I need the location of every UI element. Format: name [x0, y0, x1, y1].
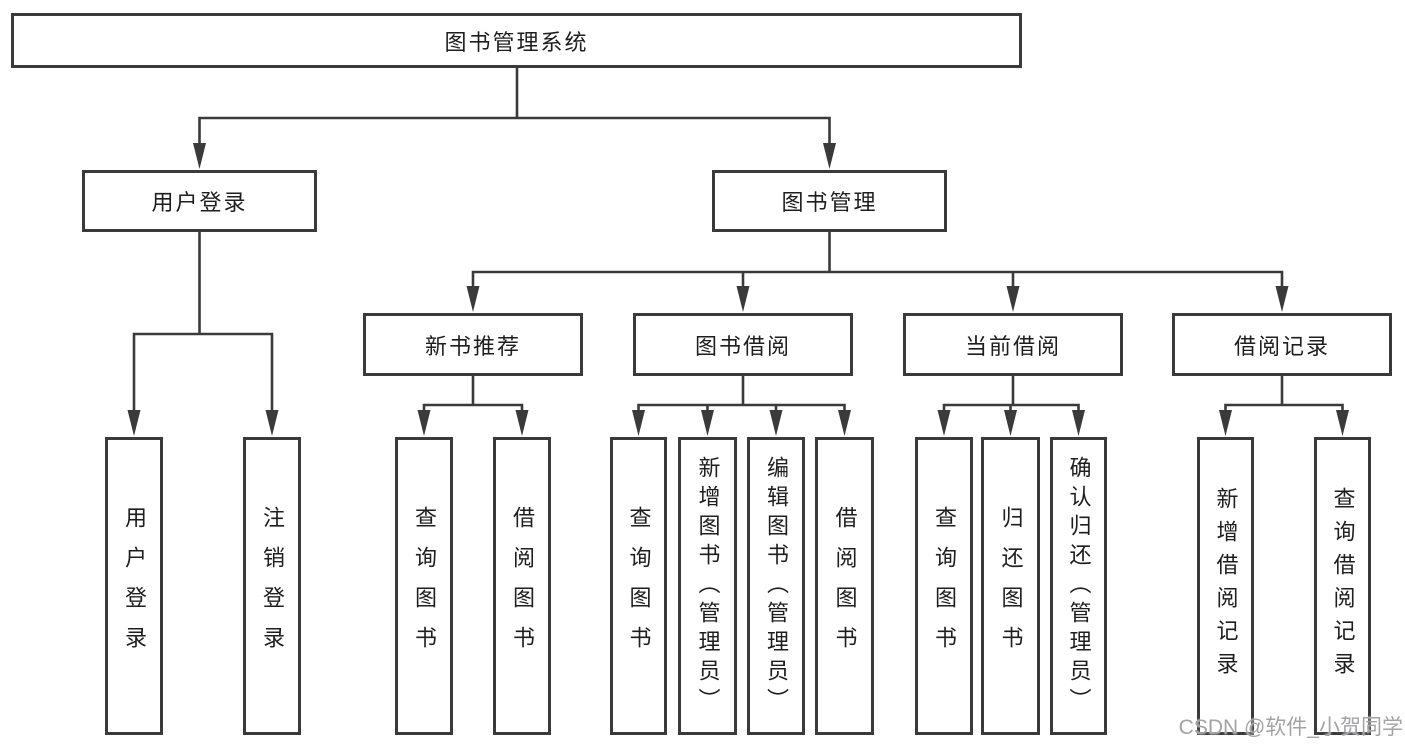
leaf-user-login: 用户登录 [105, 437, 163, 735]
arrowhead [265, 410, 279, 436]
connector-new-book-recommend-children [417, 375, 529, 436]
leaf-user-login-label: 用户登录 [122, 506, 147, 666]
arrowhead [823, 143, 836, 169]
connector-book-borrow-children [632, 375, 851, 436]
leaf-cb-query-book-label: 查询图书 [932, 506, 957, 666]
arrowhead [1072, 410, 1085, 436]
leaf-bb-query-book-label: 查询图书 [626, 506, 652, 666]
connector-user-login-children [127, 231, 279, 436]
connector-root-to-level2 [193, 67, 836, 169]
node-current-borrow-label: 当前借阅 [964, 333, 1061, 359]
watermark-text: CSDN @软件_小贺同学 [1178, 716, 1403, 739]
arrowhead [937, 410, 951, 436]
node-book-management: 图书管理 [712, 170, 947, 232]
leaf-nbr-borrow-book: 借阅图书 [493, 437, 551, 735]
arrowhead [417, 410, 431, 436]
connector-current-borrow-children [937, 375, 1085, 436]
leaf-cb-confirm-return-admin: 确认归还（管理员） [1050, 437, 1107, 735]
arrowhead [515, 410, 529, 436]
leaf-br-query-record-label: 查询借阅记录 [1330, 487, 1356, 685]
node-root: 图书管理系统 [11, 13, 1022, 68]
arrowhead [1004, 410, 1017, 436]
arrowhead [1219, 410, 1232, 436]
leaf-br-add-record-label: 新增借阅记录 [1213, 487, 1239, 685]
leaf-logout-label: 注销登录 [260, 506, 285, 666]
arrowhead [1275, 286, 1289, 312]
leaf-br-query-record: 查询借阅记录 [1314, 437, 1371, 735]
arrowhead [736, 286, 750, 312]
leaf-bb-edit-book-admin-label: 编辑图书（管理员） [764, 455, 789, 717]
arrowhead [1336, 410, 1349, 436]
leaf-nbr-borrow-book-label: 借阅图书 [510, 506, 535, 666]
leaf-nbr-query-book: 查询图书 [395, 437, 453, 735]
node-book-management-label: 图书管理 [781, 190, 878, 215]
node-borrow-records-label: 借阅记录 [1233, 333, 1330, 359]
arrowhead [632, 410, 645, 436]
leaf-bb-borrow-book-label: 借阅图书 [832, 506, 858, 666]
arrowhead [1006, 286, 1020, 312]
node-current-borrow: 当前借阅 [903, 313, 1123, 376]
leaf-bb-query-book: 查询图书 [610, 437, 667, 735]
leaf-cb-query-book: 查询图书 [915, 437, 973, 735]
arrowhead [127, 410, 141, 436]
node-root-label: 图书管理系统 [444, 29, 589, 55]
leaf-bb-edit-book-admin: 编辑图书（管理员） [747, 437, 805, 735]
node-borrow-records: 借阅记录 [1172, 313, 1392, 376]
arrowhead [466, 286, 480, 312]
node-book-borrow: 图书借阅 [633, 313, 853, 376]
leaf-nbr-query-book-label: 查询图书 [412, 506, 437, 666]
arrowhead [838, 410, 851, 436]
connector-book-management-children [466, 231, 1289, 312]
leaf-cb-confirm-return-admin-label: 确认归还（管理员） [1066, 455, 1092, 717]
arrowhead [769, 410, 783, 436]
arrowhead [701, 410, 714, 436]
node-book-borrow-label: 图书借阅 [694, 333, 791, 359]
leaf-logout: 注销登录 [243, 437, 301, 735]
node-user-login-label: 用户登录 [151, 190, 248, 215]
leaf-cb-return-book-label: 归还图书 [998, 506, 1024, 666]
node-user-login: 用户登录 [82, 170, 317, 232]
node-new-book-recommend: 新书推荐 [363, 313, 583, 376]
leaf-bb-add-book-admin-label: 新增图书（管理员） [695, 455, 721, 717]
leaf-cb-return-book: 归还图书 [981, 437, 1040, 735]
leaf-bb-borrow-book: 借阅图书 [815, 437, 874, 735]
leaf-bb-add-book-admin: 新增图书（管理员） [678, 437, 737, 735]
node-new-book-recommend-label: 新书推荐 [424, 333, 521, 359]
arrowhead [193, 143, 206, 169]
leaf-br-add-record: 新增借阅记录 [1197, 437, 1254, 735]
connector-borrow-records-children [1219, 375, 1349, 436]
